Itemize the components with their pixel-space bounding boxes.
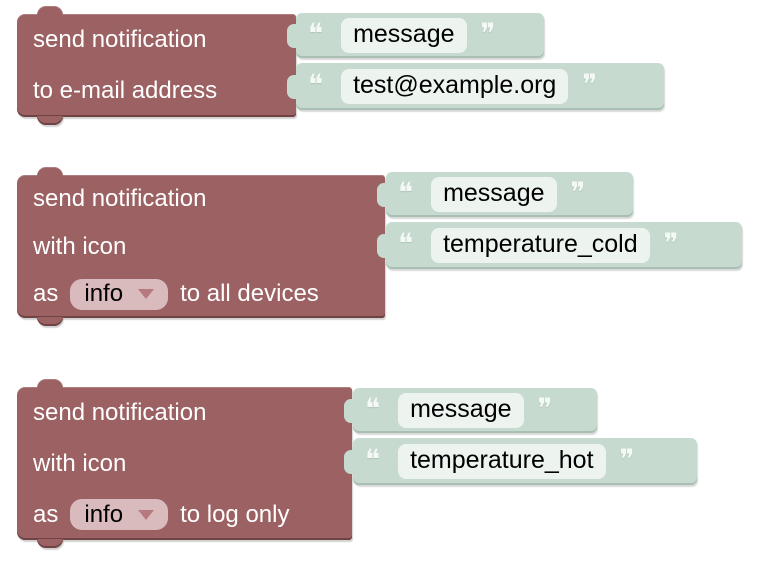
open-quote-icon: ❝ — [308, 16, 324, 50]
string-block-icon-name[interactable]: ❝ temperature_hot ❞ — [353, 438, 697, 485]
block-label: send notification — [33, 398, 207, 426]
previous-connector-notch — [37, 379, 63, 388]
next-connector-notch — [37, 539, 63, 548]
close-quote-icon: ❞ — [537, 391, 553, 425]
block-row: send notification — [17, 14, 296, 66]
block-row: send notification — [17, 175, 385, 223]
block-row: with icon — [17, 438, 352, 489]
chevron-down-icon — [138, 509, 155, 520]
text-field[interactable]: message — [398, 393, 524, 428]
dropdown-selected-value: info — [84, 500, 124, 528]
text-field[interactable]: test@example.org — [341, 69, 569, 104]
chevron-down-icon — [138, 289, 155, 300]
block-label: to e-mail address — [33, 77, 218, 105]
block-row: as info to log only — [17, 489, 352, 540]
previous-connector-notch — [37, 167, 63, 176]
severity-dropdown[interactable]: info — [70, 499, 169, 530]
open-quote-icon: ❝ — [398, 226, 414, 260]
close-quote-icon: ❞ — [480, 16, 496, 50]
string-block-message[interactable]: ❝ message ❞ — [353, 388, 597, 433]
next-connector-notch — [37, 116, 63, 125]
close-quote-icon: ❞ — [570, 175, 586, 209]
block-label: as — [33, 280, 59, 308]
block-row: as info to all devices — [17, 270, 385, 318]
statement-block-send-notification-log-only[interactable]: send notification with icon as info to l… — [17, 379, 352, 548]
severity-dropdown[interactable]: info — [70, 278, 169, 310]
string-block-message[interactable]: ❝ message ❞ — [296, 13, 544, 58]
open-quote-icon: ❝ — [365, 442, 381, 476]
open-quote-icon: ❝ — [398, 175, 414, 209]
close-quote-icon: ❞ — [582, 67, 598, 101]
block-row: send notification — [17, 387, 352, 438]
text-field[interactable]: temperature_hot — [398, 444, 606, 479]
close-quote-icon: ❞ — [619, 442, 635, 476]
block-label: send notification — [33, 184, 207, 212]
open-quote-icon: ❝ — [308, 67, 324, 101]
block-label: send notification — [33, 25, 207, 53]
previous-connector-notch — [37, 6, 63, 15]
statement-block-send-notification-all-devices[interactable]: send notification with icon as info to a… — [17, 167, 385, 326]
open-quote-icon: ❝ — [365, 391, 381, 425]
block-label: to all devices — [180, 280, 319, 308]
block-label: as — [33, 500, 59, 528]
next-connector-notch — [37, 317, 63, 326]
text-field[interactable]: temperature_cold — [431, 228, 650, 263]
string-block-icon-name[interactable]: ❝ temperature_cold ❞ — [386, 222, 742, 269]
string-block-message[interactable]: ❝ message ❞ — [386, 172, 633, 217]
block-label: with icon — [33, 232, 127, 260]
block-row: to e-mail address — [17, 66, 296, 118]
block-label: with icon — [33, 449, 127, 477]
dropdown-selected-value: info — [84, 280, 124, 308]
block-label: to log only — [180, 500, 290, 528]
text-field[interactable]: message — [341, 18, 467, 53]
close-quote-icon: ❞ — [663, 226, 679, 260]
string-block-email-address[interactable]: ❝ test@example.org ❞ — [296, 63, 664, 110]
text-field[interactable]: message — [431, 177, 557, 212]
block-row: with icon — [17, 223, 385, 271]
statement-block-send-notification-email[interactable]: send notification to e-mail address — [17, 6, 296, 125]
